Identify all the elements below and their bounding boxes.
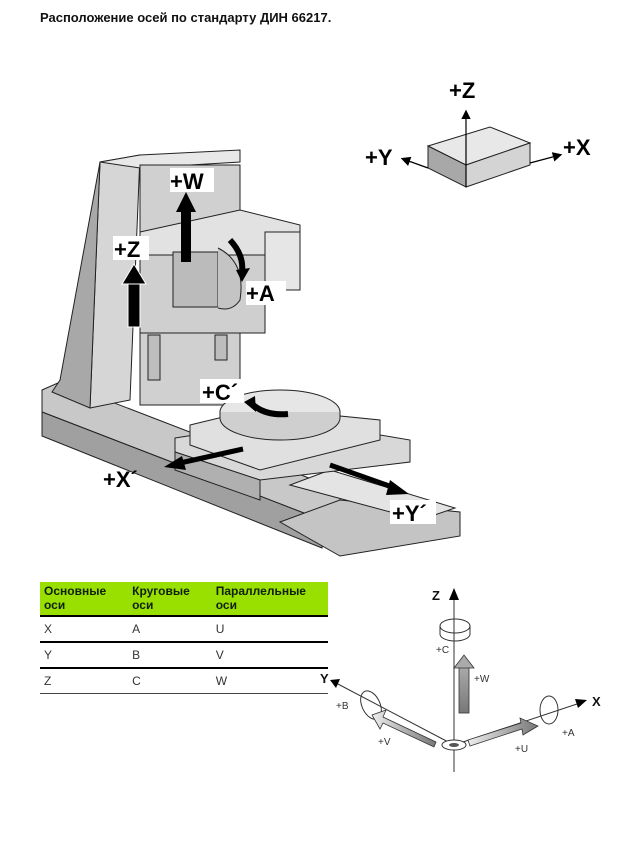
machine-label-a: +A [246, 281, 275, 306]
u-direction-arrow [467, 717, 539, 747]
axis-label-plus-a: +A [562, 728, 575, 739]
y-axis-line [335, 682, 455, 746]
axes-table: Основные оси Круговые оси Параллельные о… [40, 582, 328, 694]
machine-label-c: +C´ [202, 380, 238, 405]
workpiece-block [426, 126, 532, 188]
w-axis-arrow [176, 192, 196, 262]
machine-label-w: +W [170, 169, 204, 194]
machine-label-y: +Y´ [392, 501, 427, 526]
page-title: Расположение осей по стандарту ДИН 66217… [40, 10, 332, 25]
a-rotation-icon [539, 695, 559, 725]
c-rotation-icon [439, 618, 471, 642]
v-direction-arrow [371, 709, 437, 748]
axis-label-plus-v: +V [378, 737, 391, 748]
workpiece-label-y: +Y [365, 145, 393, 170]
table-cell: V [211, 642, 328, 669]
header-main-axes: Основные оси [40, 582, 129, 617]
table-cell: B [128, 642, 212, 669]
table-cell: X [40, 616, 129, 643]
workpiece-diagram: +Z +X +Y [365, 78, 591, 188]
y-axis-arrow-machine [329, 462, 409, 495]
y-axis-arrow [400, 156, 429, 169]
axis-label-plus-b: +B [336, 701, 349, 712]
w-direction-arrow [453, 654, 475, 714]
axis-label-x: X [592, 694, 601, 709]
workpiece-label-x: +X [563, 135, 591, 160]
header-parallel-axes: Параллельные оси [211, 582, 328, 617]
z-axis-arrow-machine [121, 263, 147, 328]
table-cell: Z [40, 668, 129, 694]
x-axis-arrow-machine [164, 446, 244, 470]
machine-table [174, 389, 461, 557]
machine-label-z: +Z [114, 237, 140, 262]
x-axis-arrow [529, 152, 563, 164]
workpiece-label-z: +Z [449, 78, 475, 103]
table-row: Z C W [40, 668, 328, 694]
table-header-row: Основные оси Круговые оси Параллельные о… [40, 582, 328, 617]
table-cell: C [128, 668, 212, 694]
machine-label-x: +X´ [103, 467, 138, 492]
axis-label-plus-c: +C [436, 645, 449, 656]
axis-label-plus-u: +U [515, 744, 528, 755]
table-cell: U [211, 616, 328, 643]
spindle-head [139, 209, 301, 334]
axis-label-z: Z [432, 588, 440, 603]
header-rotary-axes: Круговые оси [128, 582, 212, 617]
table-cell: Y [40, 642, 129, 669]
table-cell: A [128, 616, 212, 643]
machine-diagram: +W +Z +A +C´ +X´ +Y´ [41, 149, 461, 557]
table-row: Y B V [40, 642, 328, 669]
axis-system-diagram: Z X Y +C +W +B +V +A +U [320, 588, 601, 772]
table-row: X A U [40, 616, 328, 643]
axis-label-plus-w: +W [474, 674, 490, 685]
table-cell: W [211, 668, 328, 694]
